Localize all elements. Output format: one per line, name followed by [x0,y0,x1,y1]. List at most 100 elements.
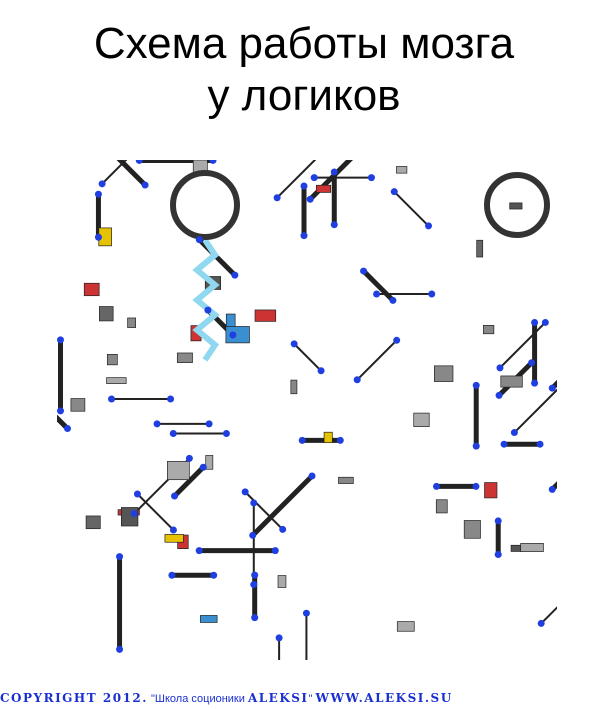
node-dot [98,180,106,188]
node-dot [171,492,179,500]
pipe [244,491,284,531]
machine-box [434,365,454,382]
node-dot [548,485,556,493]
pipe [550,481,557,492]
node-dot [373,290,381,298]
node-dot [94,190,102,198]
node-dot [57,407,65,415]
node-dot [317,367,325,375]
node-dot [495,391,503,399]
loop-ring [484,172,550,238]
node-dot [541,318,549,326]
machine-box [200,615,218,623]
node-dot [249,531,257,539]
node-dot [308,472,316,480]
school-prefix: "Школа соционики [147,693,248,705]
node-dot [548,384,556,392]
pipe [136,493,175,531]
node-dot [432,482,440,490]
node-dot [472,442,480,450]
machine-box [413,412,430,427]
title-line-2: у логиков [207,71,401,120]
node-dot [130,510,138,518]
node-dot [390,188,398,196]
node-dot [310,174,318,182]
pipe [250,474,314,538]
pipe [550,379,557,390]
node-dot [231,271,239,279]
node-dot [205,420,213,428]
page-title: Схема работы мозга у логиков [0,18,608,122]
pipe [293,343,322,372]
node-dot [169,526,177,534]
machine-box [338,476,354,484]
machines [70,160,544,632]
node-dot [330,221,338,229]
node-dot [494,517,502,525]
machine-box [463,520,481,539]
node-dot [185,454,193,462]
machine-box [176,352,193,363]
node-dot [108,395,116,403]
brain-scheme-illustration [57,160,557,660]
pipe [361,269,395,303]
node-dot [275,634,283,642]
node-dot [500,440,508,448]
node-dot [353,376,361,384]
node-dot [251,614,259,622]
node-dot [279,525,287,533]
pipe [513,388,557,434]
node-dot [428,290,436,298]
school-suffix: " [308,693,316,705]
node-dot [210,571,218,579]
node-dot [336,436,344,444]
pipe [356,339,398,381]
machine-box [483,325,495,335]
pipe [172,465,206,498]
node-dot [94,233,102,241]
node-dot [510,429,518,437]
machine-box [316,184,332,193]
node-dot [116,645,124,653]
node-dot [241,488,249,496]
node-dot [64,425,72,433]
node-dot [271,547,279,555]
node-dot [250,499,258,507]
node-dot [298,436,306,444]
copyright-text: COPYRIGHT 2012. [0,691,148,705]
node-dot [425,222,433,230]
node-dot [273,194,281,202]
node-dot [494,551,502,559]
machine-box [106,377,127,384]
node-dot [531,379,539,387]
website-link[interactable]: WWW.ALEKSI.SU [315,691,453,705]
node-dot [133,490,141,498]
machine-box [106,354,118,366]
pipe [540,606,557,625]
pipe [101,160,128,185]
machine-box [500,375,523,388]
node-dot [229,331,237,339]
machine-box [254,309,277,322]
pipe [116,160,147,187]
node-dot [153,420,161,428]
node-dot [57,336,65,344]
node-dot [251,571,259,579]
machine-box [85,515,101,530]
node-dot [393,336,401,344]
machine-box [205,455,214,470]
node-dots [57,160,556,653]
brand-name: ALEKSI [247,691,309,705]
machine-box [83,282,100,297]
zigzag-spring [192,238,220,362]
machine-box [164,534,184,543]
node-dot [306,195,314,203]
machine-box [225,326,250,344]
machine-box [290,379,298,395]
node-dot [167,395,175,403]
node-dot [141,181,149,189]
pipe [499,321,547,369]
node-dot [169,430,177,438]
node-dot [209,160,217,164]
node-dot [300,182,308,190]
